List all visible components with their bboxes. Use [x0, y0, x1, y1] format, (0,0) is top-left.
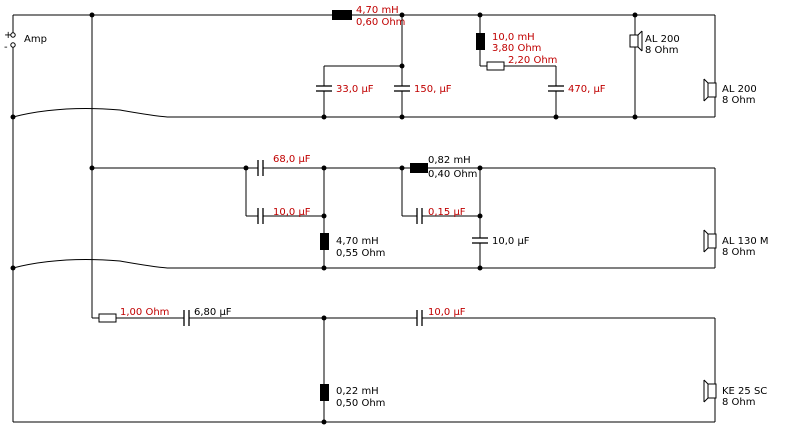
top-l1-value: 4,70 mH — [356, 5, 399, 16]
top-c2-value: 150, µF — [414, 84, 452, 95]
mid-l1-resistance: 0,55 Ohm — [336, 248, 385, 259]
mid-l2-resistance: 0,40 Ohm — [428, 169, 477, 180]
mid-speaker-name: AL 130 M — [722, 236, 768, 247]
mid-l2-value: 0,82 mH — [428, 155, 471, 166]
top-resistor-r1[interactable] — [486, 61, 505, 71]
mid-c2-value: 10,0 µF — [273, 207, 311, 218]
high-r1-value: 1,00 Ohm — [120, 307, 169, 318]
amp-input: + - Amp — [4, 15, 47, 422]
high-l1-resistance: 0,50 Ohm — [336, 398, 385, 409]
speaker2-name: AL 200 — [722, 84, 757, 95]
high-c1-value: 6,80 µF — [194, 307, 232, 318]
high-c2-value: 10,0 µF — [428, 307, 466, 318]
branch-mid: 68,0 µF 10,0 µF 4,70 mH 0,55 Ohm 0,82 mH… — [10, 154, 768, 271]
mid-speaker-impedance: 8 Ohm — [722, 247, 756, 258]
top-r1-value: 2,20 Ohm — [508, 55, 557, 66]
speaker2-impedance: 8 Ohm — [722, 95, 756, 106]
speaker-ke25sc[interactable] — [707, 383, 717, 399]
speaker1-impedance: 8 Ohm — [645, 45, 679, 56]
branch-top: 4,70 mH 0,60 Ohm 33,0 µF 150, µF 10,0 mH… — [10, 5, 757, 318]
high-resistor-r1[interactable] — [98, 313, 117, 323]
top-c3-value: 470, µF — [568, 84, 606, 95]
speaker-al130m[interactable] — [707, 233, 717, 249]
amp-minus-sign: - — [4, 42, 8, 53]
amp-label: Amp — [24, 34, 47, 45]
high-l1-value: 0,22 mH — [336, 386, 379, 397]
mid-inductor-l2[interactable] — [410, 163, 428, 173]
speaker-al200-upper[interactable] — [629, 34, 639, 48]
top-c1-value: 33,0 µF — [336, 84, 374, 95]
amp-plus-terminal[interactable] — [10, 32, 16, 38]
branch-high: 1,00 Ohm 6,80 µF 10,0 µF 0,22 mH 0,50 Oh… — [13, 307, 767, 425]
top-inductor-l2[interactable] — [476, 33, 485, 50]
speaker-al200-lower[interactable] — [707, 82, 717, 98]
high-speaker-impedance: 8 Ohm — [722, 397, 756, 408]
amp-plus-sign: + — [4, 30, 12, 41]
mid-c4-value: 10,0 µF — [492, 236, 530, 247]
top-l1-resistance: 0,60 Ohm — [356, 17, 405, 28]
mid-c3-value: 0,15 µF — [428, 207, 466, 218]
high-speaker-name: KE 25 SC — [722, 386, 767, 397]
speaker1-name: AL 200 — [645, 34, 680, 45]
top-l2-value: 10,0 mH — [492, 32, 535, 43]
high-inductor-l1[interactable] — [320, 384, 329, 401]
mid-inductor-l1[interactable] — [320, 233, 329, 250]
top-inductor-l1[interactable] — [332, 10, 352, 20]
mid-l1-value: 4,70 mH — [336, 236, 379, 247]
top-l2-resistance: 3,80 Ohm — [492, 43, 541, 54]
amp-minus-terminal[interactable] — [10, 42, 16, 48]
mid-c1-value: 68,0 µF — [273, 154, 311, 165]
